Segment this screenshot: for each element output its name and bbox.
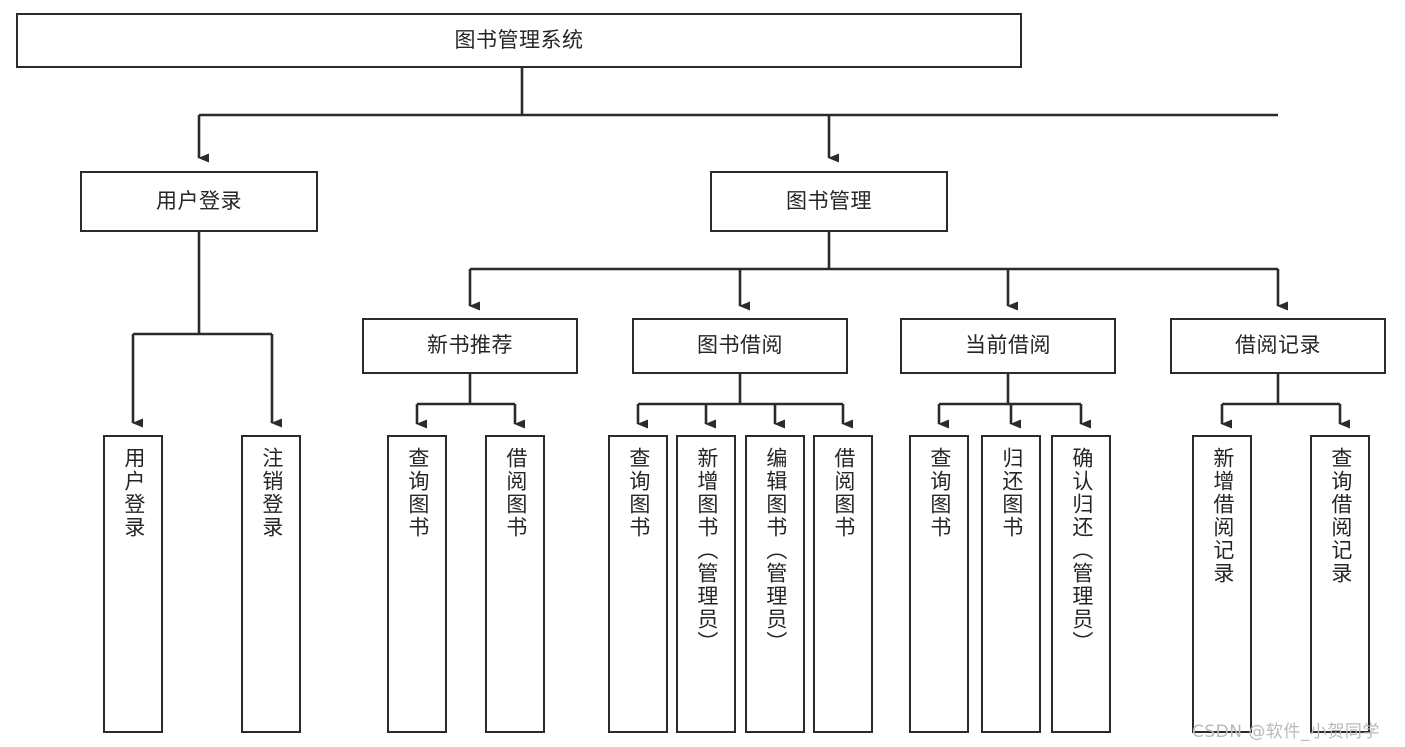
leaf-query-book-current-label: 查询图书 xyxy=(927,447,952,539)
node-user-login[interactable]: 用户登录 xyxy=(80,171,318,232)
node-user-login-label: 用户登录 xyxy=(156,188,242,213)
leaf-edit-book-admin-label: 编辑图书（管理员） xyxy=(763,447,788,654)
leaf-borrow-book-recommend[interactable]: 借阅图书 xyxy=(485,435,545,733)
leaf-add-book-admin-label: 新增图书（管理员） xyxy=(694,447,719,654)
leaf-add-borrow-record[interactable]: 新增借阅记录 xyxy=(1192,435,1252,733)
leaf-query-borrow-record-label: 查询借阅记录 xyxy=(1328,447,1353,585)
leaf-query-borrow-record[interactable]: 查询借阅记录 xyxy=(1310,435,1370,733)
leaf-borrow-book[interactable]: 借阅图书 xyxy=(813,435,873,733)
node-book-management[interactable]: 图书管理 xyxy=(710,171,948,232)
leaf-return-book-label: 归还图书 xyxy=(999,447,1024,539)
node-root-label: 图书管理系统 xyxy=(454,27,584,52)
node-book-borrow-label: 图书借阅 xyxy=(697,333,783,358)
node-current-borrow-label: 当前借阅 xyxy=(965,333,1051,358)
leaf-query-book-recommend-label: 查询图书 xyxy=(405,447,430,539)
leaf-query-book-borrow-label: 查询图书 xyxy=(626,447,651,539)
leaf-confirm-return-admin[interactable]: 确认归还（管理员） xyxy=(1051,435,1111,733)
node-new-book-recommend-label: 新书推荐 xyxy=(427,333,513,358)
leaf-user-logout-label: 注销登录 xyxy=(259,447,284,539)
leaf-add-book-admin[interactable]: 新增图书（管理员） xyxy=(676,435,736,733)
leaf-edit-book-admin[interactable]: 编辑图书（管理员） xyxy=(745,435,805,733)
node-borrow-record-label: 借阅记录 xyxy=(1235,333,1321,358)
leaf-return-book[interactable]: 归还图书 xyxy=(981,435,1041,733)
leaf-query-book-borrow[interactable]: 查询图书 xyxy=(608,435,668,733)
leaf-query-book-recommend[interactable]: 查询图书 xyxy=(387,435,447,733)
node-book-management-label: 图书管理 xyxy=(786,188,872,213)
watermark: CSDN @软件_小贺同学 xyxy=(1192,722,1380,742)
leaf-query-book-current[interactable]: 查询图书 xyxy=(909,435,969,733)
leaf-borrow-book-recommend-label: 借阅图书 xyxy=(503,447,528,539)
leaf-user-login-label: 用户登录 xyxy=(121,447,146,539)
leaf-user-logout[interactable]: 注销登录 xyxy=(241,435,301,733)
node-new-book-recommend[interactable]: 新书推荐 xyxy=(362,318,578,374)
leaf-user-login[interactable]: 用户登录 xyxy=(103,435,163,733)
leaf-confirm-return-admin-label: 确认归还（管理员） xyxy=(1069,447,1094,654)
node-root[interactable]: 图书管理系统 xyxy=(16,13,1022,68)
leaf-borrow-book-label: 借阅图书 xyxy=(831,447,856,539)
leaf-add-borrow-record-label: 新增借阅记录 xyxy=(1210,447,1235,585)
node-current-borrow[interactable]: 当前借阅 xyxy=(900,318,1116,374)
node-book-borrow[interactable]: 图书借阅 xyxy=(632,318,848,374)
node-borrow-record[interactable]: 借阅记录 xyxy=(1170,318,1386,374)
